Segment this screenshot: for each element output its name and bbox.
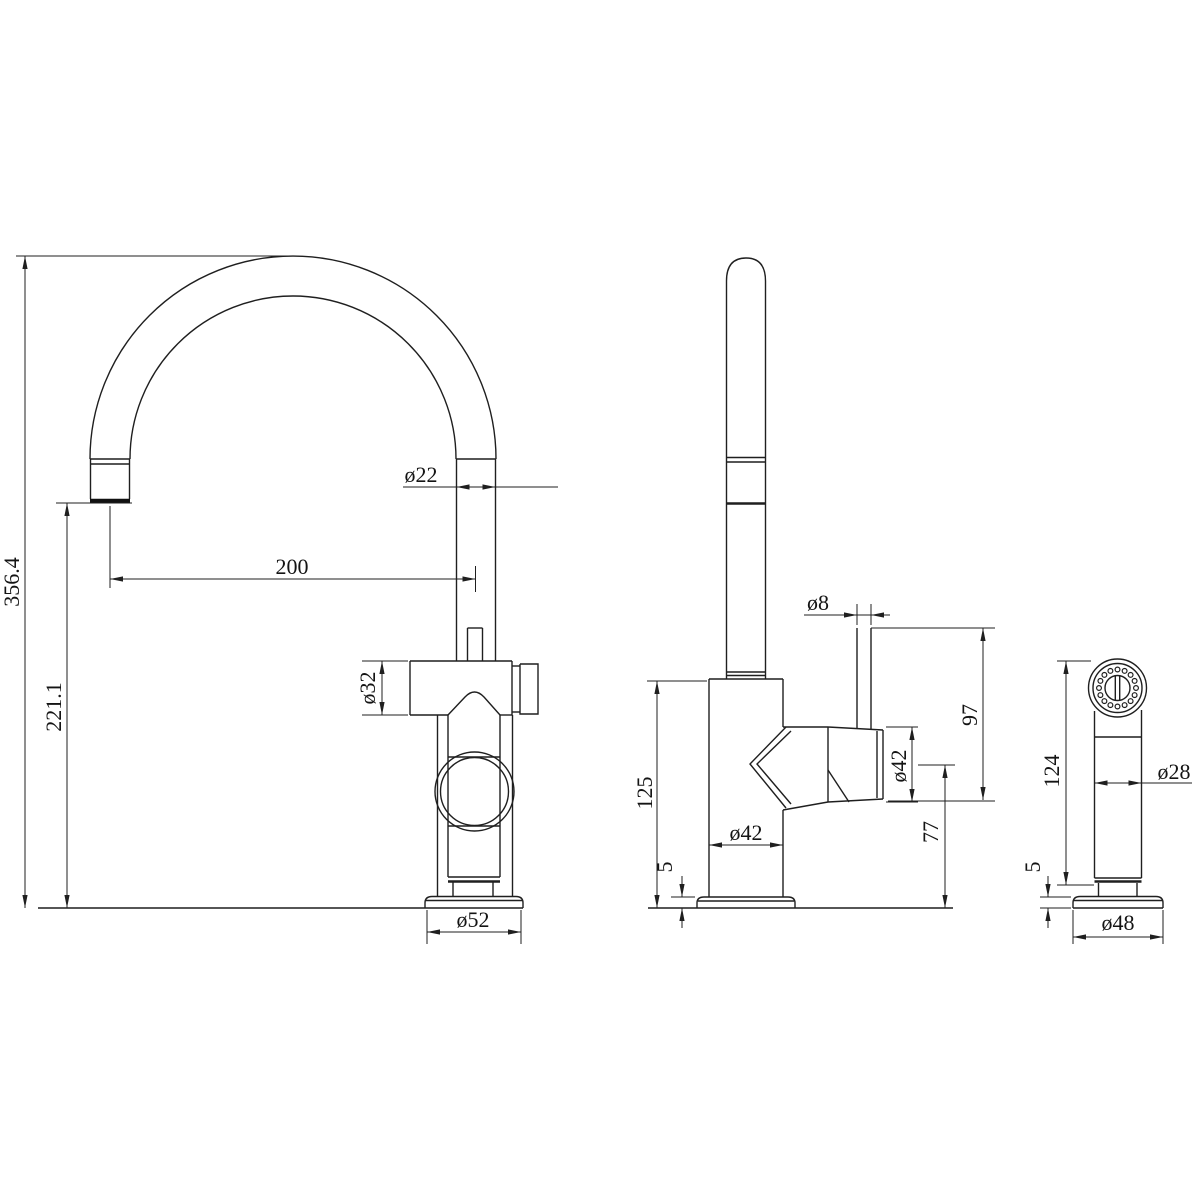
dim-label-handle-rod-diameter: ø8 <box>807 590 829 615</box>
dim-label-spout-outlet-height: 221.1 <box>41 682 66 732</box>
dim-label-total-height: 356.4 <box>0 557 24 607</box>
dim-label-body-height: 125 <box>632 777 657 810</box>
front-view-faucet-body <box>38 627 539 909</box>
handle-lever-edge <box>827 769 850 803</box>
sprayer-dimensions <box>1040 660 1192 944</box>
dim-label-handle-bar-diameter: ø32 <box>355 672 380 705</box>
spray-head-outer-ring <box>1087 658 1148 718</box>
joint-seam-outer <box>749 726 787 809</box>
side-view-dimensions <box>647 604 995 928</box>
dim-label-base-diameter: ø52 <box>457 907 490 932</box>
dim-label-sprayer-base-diameter: ø48 <box>1102 910 1135 935</box>
base-flange <box>696 896 796 908</box>
ball-joint-inner <box>439 756 510 827</box>
base-flange <box>424 895 524 908</box>
dim-label-handle-top-height: 97 <box>957 704 982 726</box>
ball-joint-outer <box>434 751 515 832</box>
dim-label-body-diameter: ø42 <box>730 820 763 845</box>
spray-face-center <box>1104 674 1131 702</box>
side-view-spout-column <box>725 257 767 679</box>
side-sprayer <box>1072 658 1164 909</box>
dim-label-handle-housing-diameter: ø42 <box>886 750 911 783</box>
dimension-labels: 356.4 221.1 200 ø22 ø32 ø52 125 5 ø42 ø8… <box>0 462 1191 935</box>
dim-label-handle-axis-height: 77 <box>918 821 943 843</box>
spray-nozzle-holes <box>1095 666 1139 710</box>
dim-label-spout-tube-diameter: ø22 <box>405 462 438 487</box>
sprayer-base-flange <box>1072 895 1164 908</box>
dim-label-sprayer-base-plate: 5 <box>1020 862 1045 873</box>
front-view-dimensions <box>16 255 558 944</box>
joint-seam-inner <box>756 730 792 805</box>
dim-label-base-plate-side: 5 <box>652 862 677 873</box>
dim-label-spout-reach: 200 <box>276 554 309 579</box>
dim-label-sprayer-body-diameter: ø28 <box>1158 759 1191 784</box>
dim-label-sprayer-height: 124 <box>1039 755 1064 788</box>
spray-head-ring <box>1092 662 1143 714</box>
joint-dome <box>447 691 501 716</box>
side-view-faucet-body <box>648 628 953 909</box>
